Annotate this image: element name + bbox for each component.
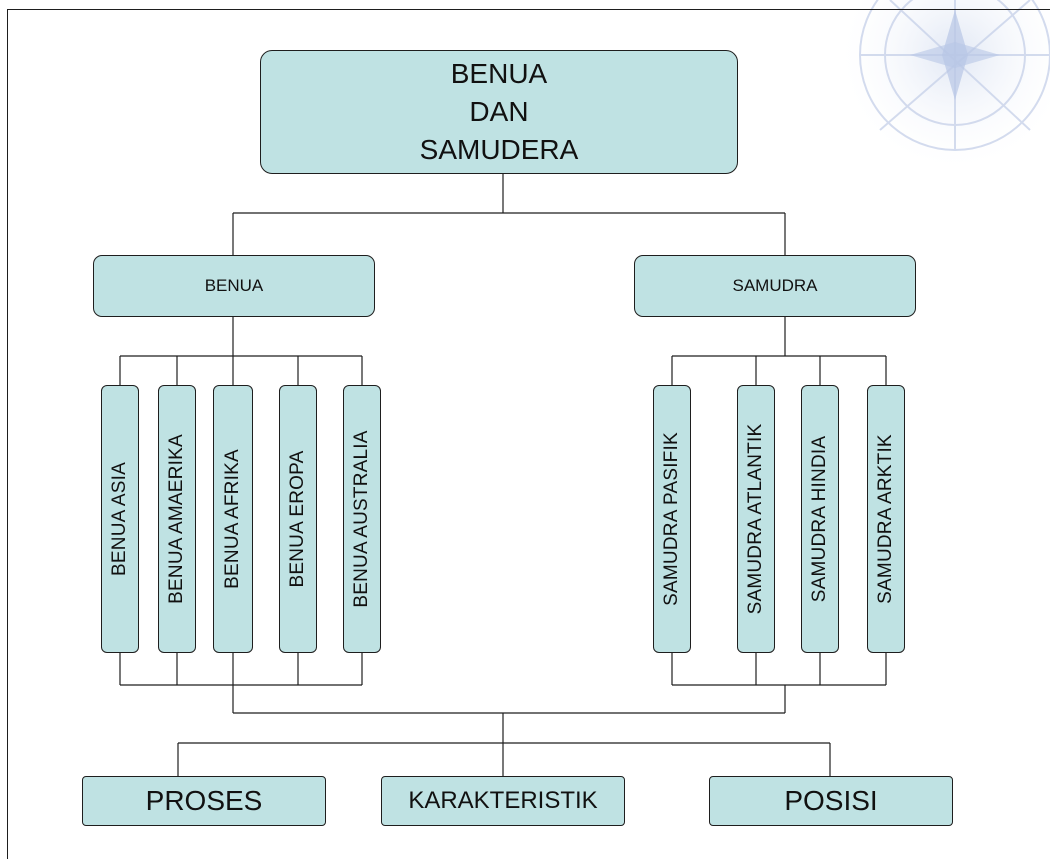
outcome-label: POSISI — [784, 785, 878, 816]
samudra-item-label: SAMUDRA HINDIA — [809, 435, 830, 603]
outcome-label: PROSES — [145, 785, 263, 816]
benua-item-label: BENUA AFRIKA — [222, 449, 243, 589]
benua-item-label: BENUA ASIA — [109, 462, 130, 576]
benua-item-node: BENUA AFRIKA — [213, 385, 253, 653]
outcome-node-karakteristik: KARAKTERISTIK — [381, 776, 625, 826]
samudra-item-label: SAMUDRA ARKTIK — [875, 434, 896, 604]
root-title: BENUA DAN SAMUDERA — [420, 55, 579, 169]
root-title-line: DAN — [469, 96, 529, 127]
outcome-label: KARAKTERISTIK — [408, 787, 598, 814]
benua-item-label: BENUA EROPA — [287, 450, 308, 588]
samudra-item-node: SAMUDRA ATLANTIK — [737, 385, 775, 653]
outcome-node-proses: PROSES — [82, 776, 326, 826]
samudra-item-label: SAMUDRA ATLANTIK — [745, 423, 766, 615]
benua-item-node: BENUA EROPA — [279, 385, 317, 653]
benua-item-label: BENUA AUSTRALIA — [351, 430, 372, 608]
samudra-item-node: SAMUDRA PASIFIK — [653, 385, 691, 653]
root-title-line: SAMUDERA — [419, 134, 579, 165]
benua-item-node: BENUA ASIA — [101, 385, 139, 653]
benua-item-node: BENUA AMAERIKA — [158, 385, 196, 653]
root-node: BENUA DAN SAMUDERA — [260, 50, 738, 174]
outcome-node-posisi: POSISI — [709, 776, 953, 826]
benua-item-label: BENUA AMAERIKA — [166, 434, 187, 604]
branch-node-samudra: SAMUDRA — [634, 255, 916, 317]
branch-label: BENUA — [204, 276, 264, 295]
root-title-line: BENUA — [450, 58, 548, 89]
branch-node-benua: BENUA — [93, 255, 375, 317]
samudra-item-label: SAMUDRA PASIFIK — [661, 432, 682, 606]
samudra-item-node: SAMUDRA ARKTIK — [867, 385, 905, 653]
samudra-item-node: SAMUDRA HINDIA — [801, 385, 839, 653]
branch-label: SAMUDRA — [732, 276, 818, 295]
benua-item-node: BENUA AUSTRALIA — [343, 385, 381, 653]
